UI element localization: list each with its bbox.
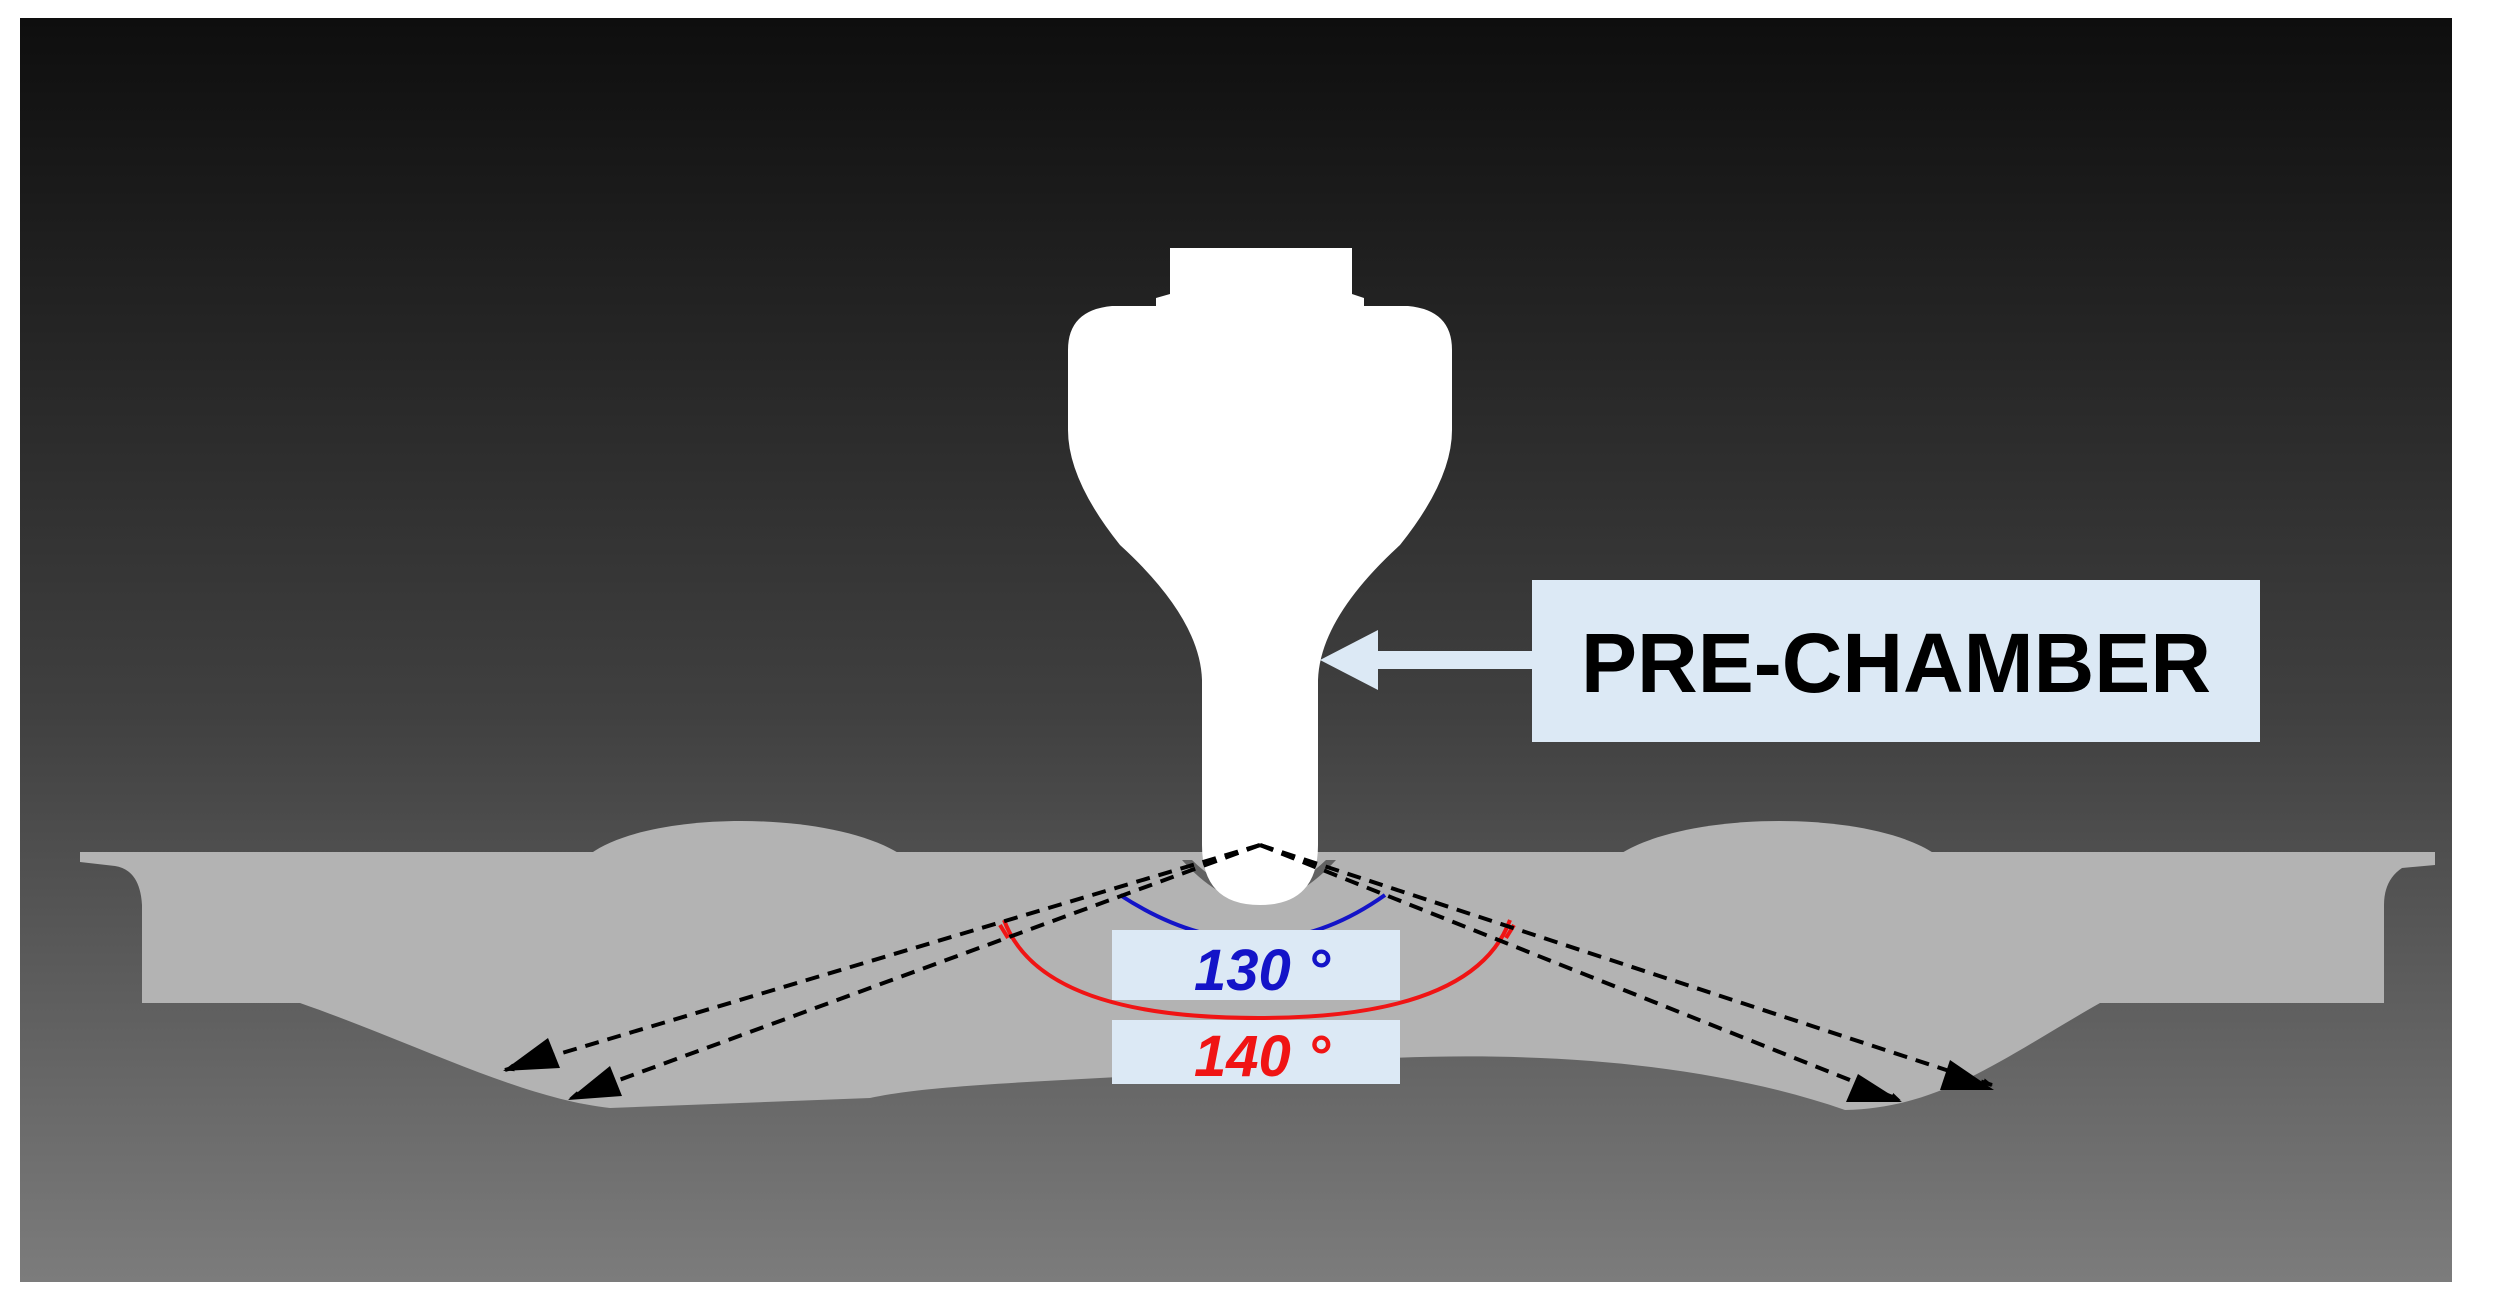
jet-arrowhead-left-inner: [568, 1066, 622, 1100]
piston-ridge-right: [1620, 821, 1935, 854]
callout-box: [1532, 580, 2260, 742]
jet-line-right-outer: [1259, 843, 1993, 1087]
callout-label: PRE-CHAMBER: [1581, 616, 2211, 710]
jet-apex-left: [1194, 843, 1261, 870]
angle-label-130: 130 °: [1194, 938, 1331, 1003]
callout-arrow: [1320, 630, 1540, 690]
jet-apex-right: [1259, 843, 1326, 870]
prechamber-body: [1068, 248, 1452, 905]
angle-arc-140: [1002, 919, 1512, 1021]
jet-line-left-outer: [504, 843, 1261, 1072]
jet-arrowhead-left-outer: [503, 1038, 560, 1071]
jet-arrowhead-right-inner: [1846, 1074, 1902, 1102]
angle-box-130: [1112, 930, 1400, 1000]
angle-label-140: 140 °: [1194, 1024, 1331, 1089]
jet-arrowhead-right-outer: [1940, 1060, 1994, 1090]
angle-box-140: [1112, 1020, 1400, 1084]
piston-ridge-left: [590, 821, 900, 854]
jet-lines: [504, 843, 1993, 1102]
angle-tick-140-left: [998, 923, 1010, 940]
jet-arrowheads: [503, 1038, 1994, 1102]
jet-line-left-inner: [569, 843, 1261, 1100]
